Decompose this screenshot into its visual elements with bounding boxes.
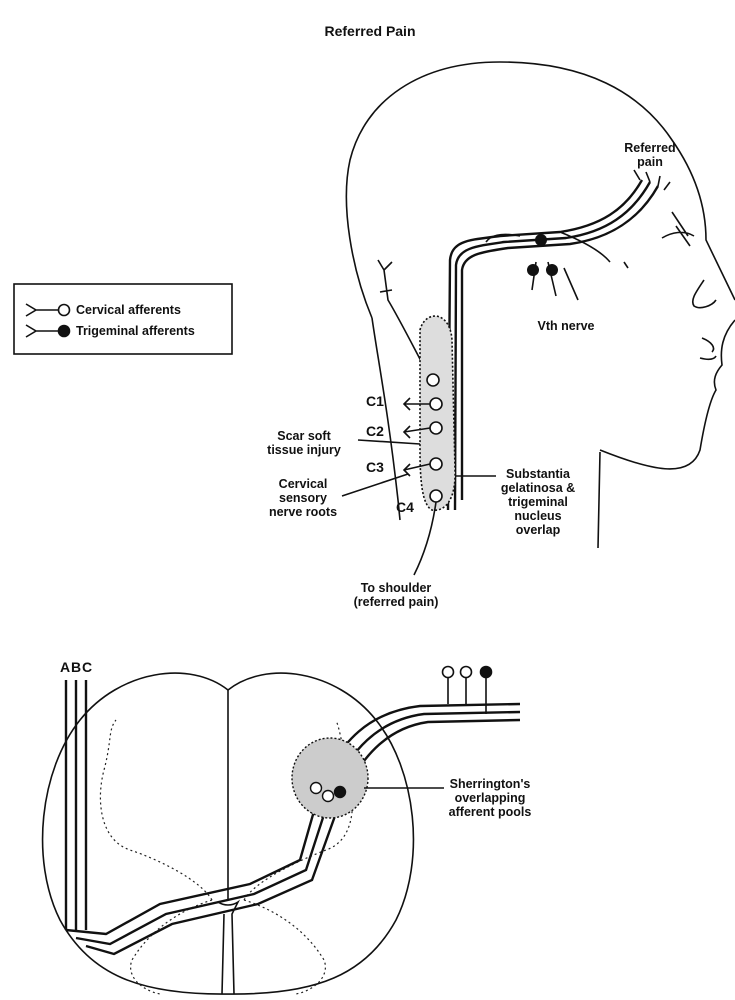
vth-nerve-label: Vth nerve (538, 319, 595, 333)
shoulder-label-line2: (referred pain) (354, 595, 439, 609)
scar-pointer (358, 440, 420, 444)
trigeminal-ganglion-node (535, 234, 547, 246)
substantia-label-line5: overlap (516, 523, 561, 537)
roots-label-line3: nerve roots (269, 505, 337, 519)
cervical-node-c3 (430, 422, 442, 434)
referred-pain-label-line2: pain (637, 155, 663, 169)
cervical-node-c4 (430, 458, 442, 470)
level-label-c1: C1 (366, 393, 384, 409)
abc-tract: A B C (60, 659, 92, 930)
roots-label-line1: Cervical (279, 477, 328, 491)
cervical-node-c1 (427, 374, 439, 386)
neck-line (372, 318, 400, 520)
legend-label-cervical: Cervical afferents (76, 303, 181, 317)
substantia-label-line3: trigeminal (508, 495, 568, 509)
level-label-c3: C3 (366, 459, 384, 475)
ear-hint (624, 262, 628, 268)
legend-box (14, 284, 232, 354)
pool-node-trigeminal (335, 787, 346, 798)
sherrington-label-line1: Sherrington's (450, 777, 531, 791)
referred-pain-label-line1: Referred (624, 141, 675, 155)
central-canal (218, 902, 238, 994)
roots-label-line2: sensory (279, 491, 327, 505)
substantia-gelatinosa-region (420, 316, 455, 510)
pool-node-cervical (323, 791, 334, 802)
scar-label-line1: Scar soft (277, 429, 331, 443)
trigeminal-ganglion-node (527, 264, 539, 276)
figure-title: Referred Pain (324, 23, 415, 39)
substantia-label-line1: Substantia (506, 467, 571, 481)
pool-node-cervical (311, 783, 322, 794)
tract-label-c: C (82, 659, 92, 675)
trigeminal-ganglion-node (546, 264, 558, 276)
legend: Cervical afferents Trigeminal afferents (14, 284, 232, 354)
dorsal-root-terminals (443, 667, 492, 715)
mouth-feature (700, 338, 716, 359)
sherrington-label-line3: afferent pools (449, 805, 532, 819)
sherrington-pool (292, 738, 368, 818)
spinal-cord-diagram: A B C Sherrington's overlapping afferent… (43, 659, 532, 994)
tract-label-b: B (71, 659, 81, 675)
terminal-filled-circle-icon (481, 667, 492, 678)
hollow-circle-icon (59, 305, 70, 316)
eye-feature (662, 212, 694, 246)
substantia-label-line2: gelatinosa & (501, 481, 575, 495)
tract-label-a: A (60, 659, 70, 675)
scar-label-line2: tissue injury (267, 443, 341, 457)
level-label-c2: C2 (366, 423, 384, 439)
head-diagram: Cervical afferents Trigeminal afferents (14, 62, 735, 609)
sherrington-label-line2: overlapping (455, 791, 526, 805)
cervical-node-c2 (430, 398, 442, 410)
terminal-hollow-circle-icon (443, 667, 454, 678)
filled-circle-icon (59, 326, 70, 337)
shoulder-fiber (414, 502, 436, 575)
cervical-node-lower (430, 490, 442, 502)
legend-label-trigeminal: Trigeminal afferents (76, 324, 195, 338)
terminal-hollow-circle-icon (461, 667, 472, 678)
shoulder-label-line1: To shoulder (361, 581, 432, 595)
roots-pointer (342, 474, 408, 496)
crossing-fibers (66, 704, 520, 954)
substantia-label-line4: nucleus (514, 509, 561, 523)
trigeminal-nerve (448, 170, 670, 510)
nose-feature (693, 280, 716, 308)
level-label-c4: C4 (396, 499, 414, 515)
